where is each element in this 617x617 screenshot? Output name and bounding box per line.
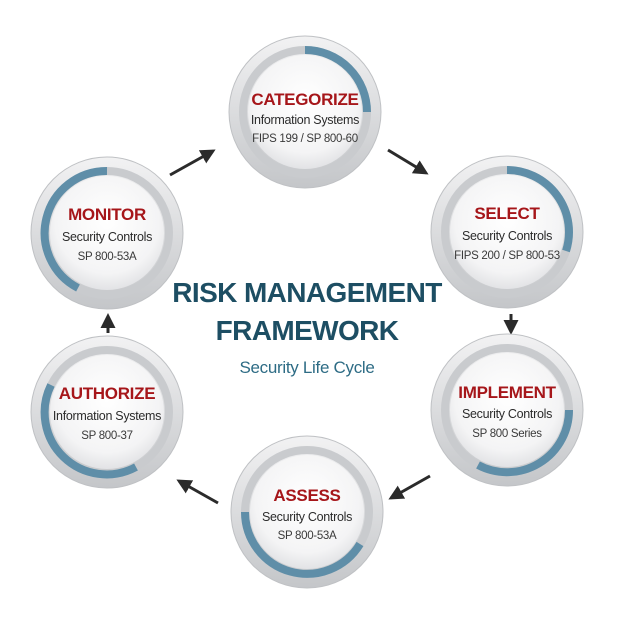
step-assess-face bbox=[250, 455, 364, 569]
center-title-line2: FRAMEWORK bbox=[216, 315, 399, 346]
step-assess-ring-accent bbox=[241, 511, 364, 578]
step-implement-face bbox=[450, 353, 564, 467]
step-authorize: AUTHORIZE Information Systems SP 800-37 bbox=[30, 335, 184, 489]
step-authorize-face bbox=[50, 355, 164, 469]
step-categorize-title: CATEGORIZE bbox=[251, 90, 358, 109]
arrow-monitor-to-categorize bbox=[169, 149, 216, 177]
step-select-ring-accent bbox=[506, 166, 573, 253]
step-select-ref: FIPS 200 / SP 800-53 bbox=[454, 250, 560, 262]
step-implement-ring-accent bbox=[476, 409, 574, 477]
arrow-categorize-to-select bbox=[387, 148, 429, 175]
step-assess: ASSESS Security Controls SP 800-53A bbox=[230, 435, 384, 589]
step-monitor-ref: SP 800-53A bbox=[78, 251, 137, 263]
arrow-assess-to-authorize bbox=[176, 479, 219, 505]
center-heading: RISK MANAGEMENT FRAMEWORK Security Life … bbox=[172, 277, 443, 377]
step-monitor-ring-accent bbox=[40, 166, 108, 292]
step-select: SELECT Security Controls FIPS 200 / SP 8… bbox=[430, 155, 584, 309]
step-monitor: MONITOR Security Controls SP 800-53A bbox=[30, 156, 184, 310]
step-authorize-ref: SP 800-37 bbox=[81, 430, 132, 442]
step-implement-sub: Security Controls bbox=[462, 407, 552, 421]
step-select-title: SELECT bbox=[474, 204, 540, 223]
step-monitor-face bbox=[50, 176, 164, 290]
step-assess-title: ASSESS bbox=[273, 486, 340, 505]
step-select-face bbox=[450, 175, 564, 289]
cycle-arrows bbox=[100, 148, 519, 505]
step-select-sub: Security Controls bbox=[462, 229, 552, 243]
step-implement-title: IMPLEMENT bbox=[458, 383, 556, 402]
center-title-line1: RISK MANAGEMENT bbox=[172, 277, 442, 308]
arrow-implement-to-assess bbox=[388, 474, 431, 500]
step-categorize-ring-accent bbox=[304, 46, 371, 113]
step-authorize-title: AUTHORIZE bbox=[59, 384, 155, 403]
step-monitor-sub: Security Controls bbox=[62, 230, 152, 244]
step-implement: IMPLEMENT Security Controls SP 800 Serie… bbox=[430, 333, 584, 487]
step-categorize-sub: Information Systems bbox=[251, 113, 359, 127]
center-subtitle: Security Life Cycle bbox=[239, 358, 374, 377]
step-assess-sub: Security Controls bbox=[262, 510, 352, 524]
step-monitor-title: MONITOR bbox=[68, 205, 146, 224]
step-categorize-face bbox=[248, 55, 362, 169]
step-categorize-ref: FIPS 199 / SP 800-60 bbox=[252, 133, 358, 145]
step-categorize: CATEGORIZE Information Systems FIPS 199 … bbox=[228, 35, 382, 189]
step-authorize-ring-accent bbox=[40, 383, 138, 479]
step-assess-ref: SP 800-53A bbox=[278, 530, 337, 542]
step-authorize-sub: Information Systems bbox=[53, 409, 161, 423]
step-implement-ref: SP 800 Series bbox=[472, 428, 542, 440]
